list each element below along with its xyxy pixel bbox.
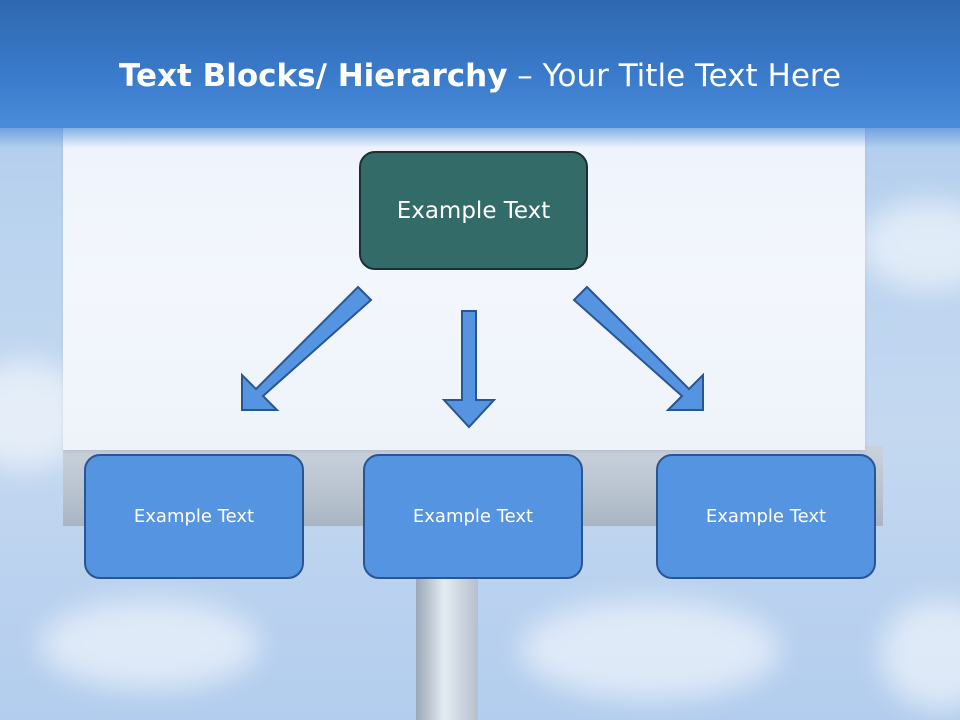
slide-title-separator: – [507,58,543,94]
cloud [520,600,780,700]
child-node-right: Example Text [656,454,876,579]
title-bar-fade [0,120,960,148]
child-node-label: Example Text [705,506,827,527]
child-node-center: Example Text [363,454,583,579]
arrow-center [441,310,497,429]
root-node-label: Example Text [396,197,551,224]
slide-title: Text Blocks/ Hierarchy – Your Title Text… [0,56,960,96]
child-node-left: Example Text [84,454,304,579]
slide-title-bold: Text Blocks/ Hierarchy [118,58,508,94]
arrow-right [572,285,704,411]
arrow-left [241,285,373,411]
title-bar [0,0,960,128]
billboard-pole [416,570,478,720]
cloud [40,600,260,690]
root-node: Example Text [359,151,588,270]
slide-title-rest: Your Title Text Here [542,58,842,94]
child-node-label: Example Text [412,506,534,527]
child-node-label: Example Text [133,506,255,527]
